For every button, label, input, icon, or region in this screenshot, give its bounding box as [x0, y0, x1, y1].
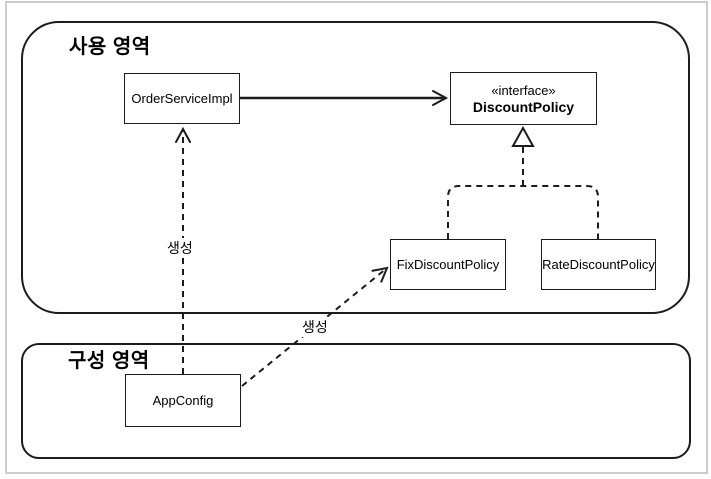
node-fix-discount-policy-label: FixDiscountPolicy	[396, 257, 500, 272]
node-order-service-impl-label: OrderServiceImpl	[131, 91, 233, 106]
node-fix-discount-policy: FixDiscountPolicy	[390, 239, 506, 290]
node-order-service-impl: OrderServiceImpl	[124, 73, 240, 124]
node-app-config: AppConfig	[125, 374, 241, 427]
node-discount-policy: «interface» DiscountPolicy	[450, 72, 597, 125]
node-app-config-label: AppConfig	[152, 393, 214, 408]
node-rate-discount-policy: RateDiscountPolicy	[541, 239, 656, 290]
edge-label-create-fixdiscount: 생성	[299, 317, 331, 337]
node-rate-discount-policy-label: RateDiscountPolicy	[542, 257, 655, 272]
region-config-title: 구성 영역	[68, 350, 150, 372]
node-discount-policy-stereotype: «interface»	[491, 82, 556, 98]
edge-label-create-orderservice: 생성	[164, 238, 196, 258]
node-discount-policy-label: DiscountPolicy	[472, 98, 575, 115]
region-usage-title: 사용 영역	[69, 36, 151, 58]
